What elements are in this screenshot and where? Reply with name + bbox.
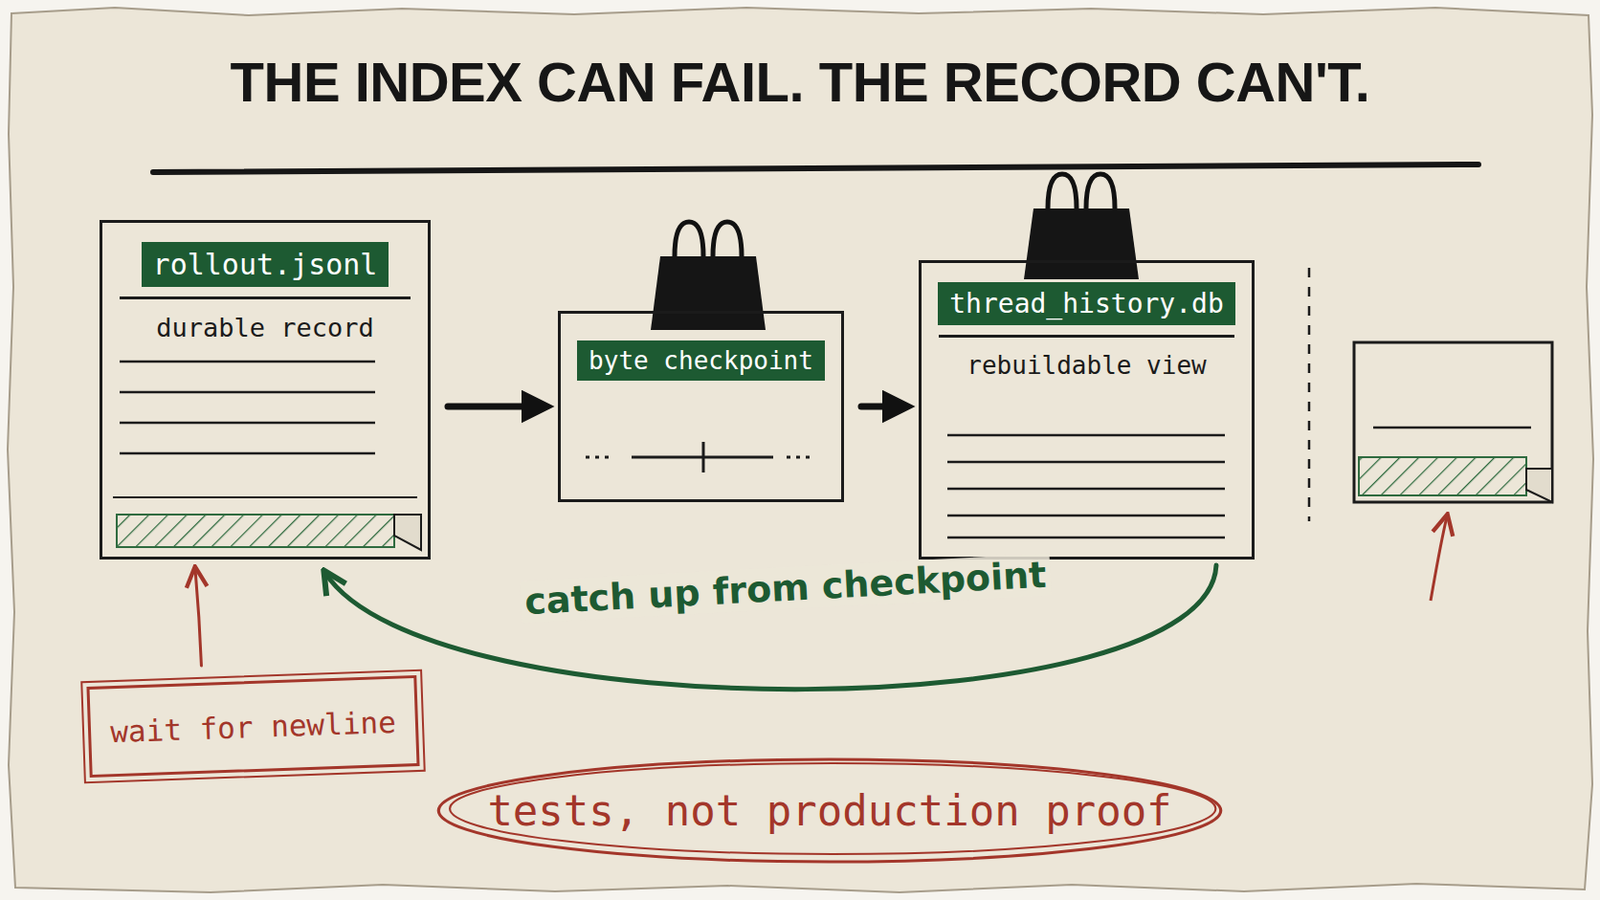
dotted-line [585,456,613,460]
file-name: rollout.jsonl [141,242,390,288]
leader-arrow [1430,516,1447,601]
caveat-oval: tests, not production proof [434,755,1225,867]
page-curl [394,514,422,551]
ruled-line [947,536,1225,540]
ruled-line [947,461,1225,465]
dotted-line [786,456,816,460]
small-doc-outline [1354,342,1553,503]
body-wrap: rebuildable view [934,351,1239,380]
ruled-line [119,422,376,425]
header-rule [938,334,1235,338]
title-underline [153,164,1479,173]
view-note: rebuildable view [934,351,1239,380]
checkpoint-card: byte checkpoint [557,311,845,503]
oval-stroke [449,763,1216,855]
connector [447,403,545,411]
oval-stroke [438,759,1221,863]
ruled-line [947,488,1225,491]
checkpoint-name: byte checkpoint [577,340,825,381]
pending-bytes-hatch [1358,457,1527,496]
ruled-line [119,360,376,364]
connector [195,569,201,667]
clip-body [1023,208,1139,280]
ruled-line [119,391,376,395]
record-note: durable record [115,312,415,343]
file-name: thread_history.db [937,282,1236,326]
header-wrap: thread_history.db [934,282,1239,326]
index-db: thread_history.db rebuildable view [918,260,1255,560]
body-wrap: durable record [115,312,415,343]
clip-body [650,256,766,331]
title: THE INDEX CAN FAIL. THE RECORD CAN'T. [0,49,1600,114]
connector [861,403,906,411]
torn-paper [7,7,1594,893]
checkpoint-tick [702,442,706,473]
binder-clip [650,222,766,331]
note-stamp: wait for newline [86,675,420,778]
clip-handle [674,222,704,257]
page-curl [1526,468,1553,503]
stamp-text: wait for newline [110,704,398,749]
clip-handle [712,222,742,257]
rebuilt-record [1354,342,1553,503]
ruled-line [112,496,418,499]
ruled-line [947,434,1225,438]
divider-dashed [1308,267,1312,522]
header-wrap: rollout.jsonl [115,242,415,288]
rollout-record: rollout.jsonl durable record [99,220,431,560]
header-wrap: byte checkpoint [574,340,828,381]
ruled-line [119,452,376,456]
caveat-text: tests, not production proof [487,786,1172,836]
clip-handle [1086,174,1115,209]
clip-handle [1047,174,1077,209]
ruled-line [947,514,1225,518]
header-rule [119,296,411,300]
ruled-line [1373,426,1532,430]
pending-bytes-hatch [116,514,395,548]
binder-clip [1023,174,1139,280]
